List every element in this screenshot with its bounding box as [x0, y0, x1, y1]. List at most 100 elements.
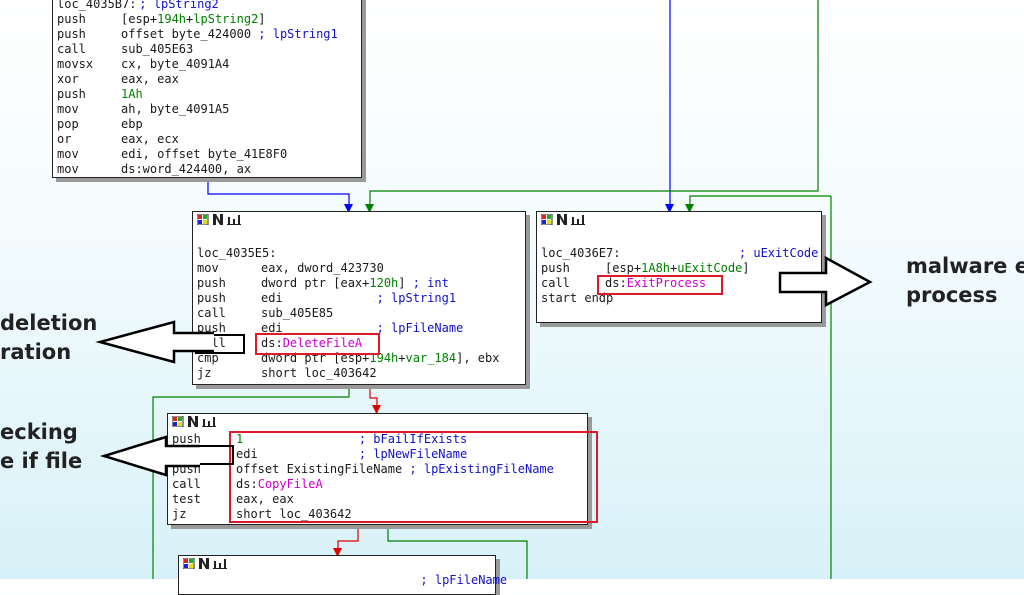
api-name[interactable]: CopyFileA [257, 477, 323, 491]
node-titlebar [179, 556, 495, 571]
asm-operand: + [398, 351, 406, 365]
asm-mnemonic: mov [57, 162, 79, 176]
annotation-exit: malware ex process [906, 252, 1024, 310]
edge-delete-to-copy [369, 384, 381, 414]
asm-line[interactable]: push[esp+194h+lpString2] [55, 12, 361, 27]
code-lines: ; lpFileName [179, 571, 507, 588]
asm-operands: ; lpFileName [247, 573, 507, 588]
asm-operands: ds:CopyFileA [236, 477, 323, 492]
node-view-icons[interactable] [172, 416, 222, 427]
asm-operand: 1A8h [641, 261, 671, 275]
edge-copy-to-bottom [333, 525, 359, 557]
asm-operand: [esp+ [605, 261, 642, 275]
asm-comment: ; lpExistingFileName [409, 462, 554, 476]
asm-operand: ds: [261, 336, 283, 350]
asm-comment: ; lpString2 [139, 0, 219, 11]
asm-operand: offset ExistingFileName [236, 462, 410, 476]
asm-comment: ; bFailIfExists [243, 432, 468, 446]
annotation-checking: ecking e if file [0, 418, 82, 476]
graph-icon [213, 559, 227, 569]
asm-operand: eax, ecx [121, 132, 179, 146]
edge-copy-green-right [387, 525, 528, 579]
asm-line[interactable]: loc_4035B7:; lpString2 [55, 0, 361, 12]
asm-operands: ; lpString2 [139, 0, 218, 12]
api-name[interactable]: ExitProcess [626, 276, 707, 290]
n-icon [199, 558, 209, 569]
asm-operand: edi, offset byte_41E8F0 [121, 147, 288, 161]
asm-comment: ; lpString1 [376, 291, 457, 305]
asm-operand: sub_405E63 [121, 42, 194, 56]
code-block-bottom[interactable]: ; lpFileName [178, 555, 507, 595]
asm-mnemonic: push [57, 87, 86, 101]
asm-mnemonic: jz [197, 366, 212, 380]
push-marker-box [168, 445, 234, 465]
edge-green-to-exit [685, 195, 831, 213]
asm-operands: eax, ecx [121, 132, 179, 147]
asm-operand: ds:word_424400, ax [121, 162, 252, 176]
asm-line[interactable]: mov eax, dword_423730 [195, 261, 525, 276]
asm-operands: edi ; lpString1 [261, 291, 456, 306]
asm-operands: eax, dword_423730 [261, 261, 384, 276]
color-grid-icon [172, 416, 184, 427]
api-name[interactable]: DeleteFileA [282, 336, 363, 350]
asm-label: loc_4035E5: [197, 246, 277, 260]
asm-comment: ; uExitCode [623, 246, 819, 260]
node-view-icons[interactable] [541, 214, 591, 225]
asm-comment: ; lpFileName [247, 573, 508, 587]
asm-operand: uExitCode [677, 261, 743, 275]
asm-mnemonic: mov [197, 261, 219, 275]
color-grid-icon [183, 558, 195, 569]
asm-operand: ] [398, 276, 413, 290]
asm-line[interactable]: ; lpFileName [181, 573, 507, 588]
asm-mnemonic: mov [57, 147, 79, 161]
asm-operands: eax, eax [236, 492, 294, 507]
asm-operand: cx, byte_4091A4 [121, 57, 230, 71]
asm-operand: 120h [369, 276, 399, 290]
asm-line[interactable]: loc_4035E5: [195, 246, 525, 261]
asm-operands: offset byte_424000 ; lpString1 [121, 27, 338, 42]
asm-line[interactable]: push[esp+1A8h+uExitCode] [539, 261, 821, 276]
n-icon [188, 416, 198, 427]
asm-line[interactable]: mov ds:word_424400, ax [55, 162, 361, 177]
asm-line[interactable]: mov edi, offset byte_41E8F0 [55, 147, 361, 162]
asm-line[interactable] [539, 231, 821, 246]
asm-operand: ] [742, 261, 750, 275]
graph-icon [227, 215, 241, 225]
node-view-icons[interactable] [197, 214, 247, 225]
asm-operand: + [670, 261, 678, 275]
asm-line[interactable]: start endp [539, 291, 821, 306]
asm-operands: ah, byte_4091A5 [121, 102, 229, 117]
asm-operand: eax, eax [236, 492, 294, 506]
asm-operand: eax, eax [121, 72, 179, 86]
asm-line[interactable] [195, 231, 525, 246]
node-view-icons[interactable] [183, 558, 233, 569]
asm-operands: ebp [121, 117, 143, 132]
asm-line[interactable]: loc_4036E7: ; uExitCode [539, 246, 821, 261]
asm-comment: ; lpString1 [258, 27, 338, 41]
asm-mnemonic: jz [172, 507, 187, 521]
graph-icon [202, 417, 216, 427]
copyfile-highlight [229, 431, 598, 523]
asm-operands: cx, byte_4091A4 [121, 57, 229, 72]
asm-operands: eax, eax [121, 72, 179, 87]
